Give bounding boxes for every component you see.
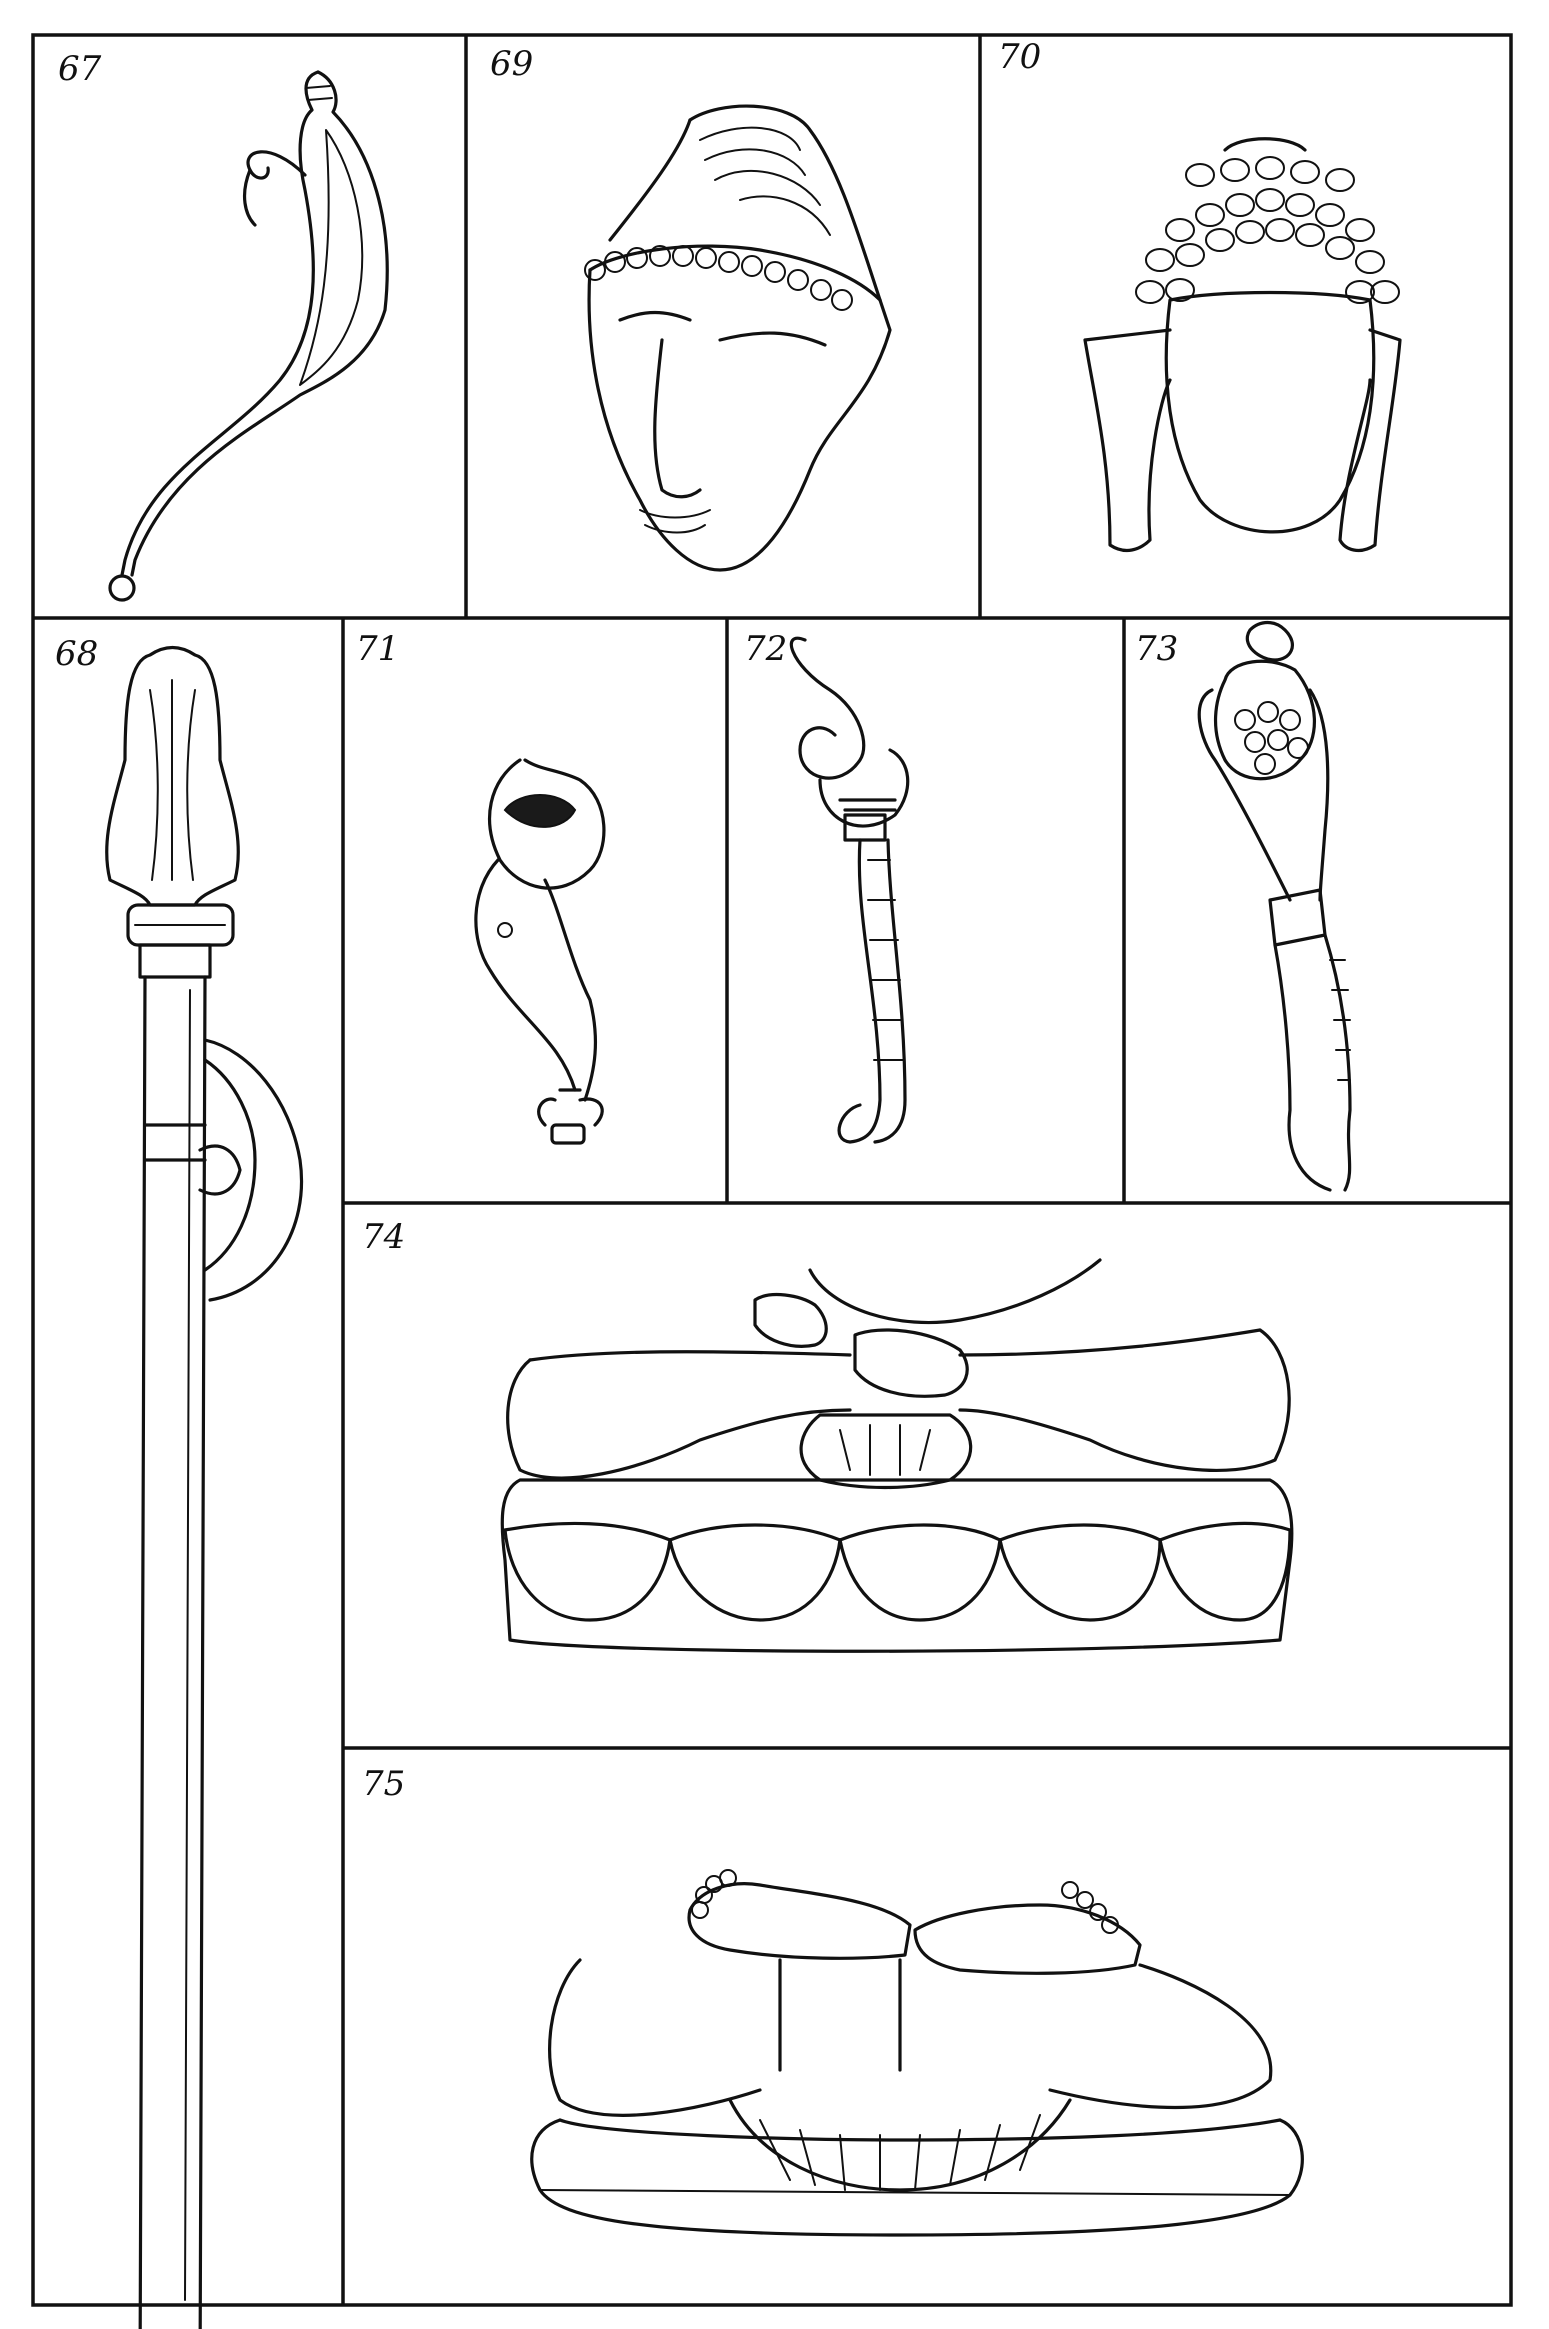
fig-69-head-drawing [584,104,892,572]
fig-70-number: 70 [998,37,1041,77]
fig-68-axe-drawing [105,645,304,2329]
fig-73-bud-drawing [1197,620,1352,1192]
fig-75-seated-drawing [530,1869,1304,2237]
fig-72-hook-drawing [789,636,910,1144]
fig-74-seated-drawing [500,1258,1294,1653]
fig-71-emblem-drawing [474,758,606,1145]
panel-grid [31,33,1513,2307]
fig-74-number: 74 [362,1217,405,1257]
fig-67-number: 67 [58,49,102,89]
fig-72-number: 72 [744,629,787,669]
fig-75-number: 75 [362,1764,405,1804]
fig-73-number: 73 [1135,629,1178,669]
fig-68-number: 68 [55,634,98,674]
fig-70-head-drawing [1083,137,1402,553]
fig-67-conch-drawing [108,70,389,602]
fig-69-number: 69 [490,44,533,84]
fig-71-number: 71 [356,629,399,669]
